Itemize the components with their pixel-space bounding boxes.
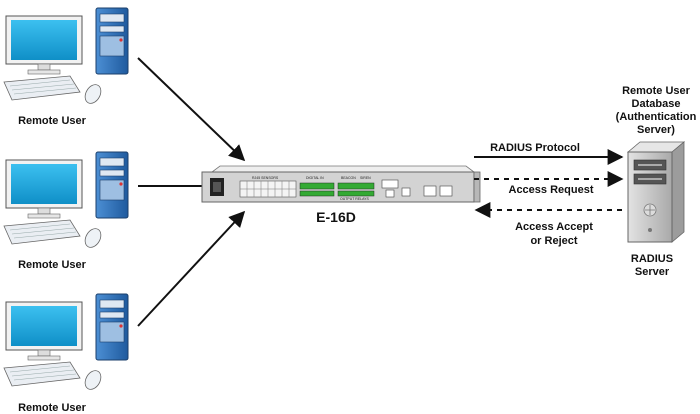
computer-tower-icon [95,151,129,219]
remote-user-workstation-2 [3,151,129,248]
e16d-device: RJ45 SENSORS DIGITAL IN BEACON SIREN OUT… [201,165,481,203]
usb-ports-icon [381,179,411,198]
database-label-line-1: Remote User [622,85,691,97]
mouse-icon [84,84,102,104]
computer-tower-icon [95,293,129,361]
keyboard-icon [3,219,81,245]
arrow-user1-to-device [137,57,246,162]
database-label-line-2: Database [632,98,681,110]
remote-user-workstation-1 [3,7,129,104]
rj45-sensor-ports [239,180,297,198]
panel-label-siren: SIREN [360,176,371,180]
monitor-icon [5,15,83,75]
panel-label-beacon: BEACON [341,176,356,180]
radius-protocol-label: RADIUS Protocol [490,142,580,154]
panel-label-output-relays: OUTPUT RELAYS [340,197,370,201]
device-name-label: E-16D [316,209,356,225]
server-label-line-1: RADIUS [631,253,673,265]
keyboard-icon [3,361,81,387]
or-reject-label: or Reject [530,235,577,247]
radius-server-icon [626,141,686,243]
remote-user-label-2: Remote User [18,259,87,271]
keyboard-icon [3,75,81,101]
access-request-label: Access Request [509,184,594,196]
output-relay-terminal [337,182,375,197]
monitor-icon [5,159,83,219]
database-label-line-3: (Authentication [616,111,697,123]
digital-in-terminal [299,182,335,197]
remote-user-label-3: Remote User [18,402,87,414]
network-ports-icon [423,185,453,197]
panel-label-sensors: RJ45 SENSORS [252,176,279,180]
database-label-line-4: Server) [637,124,675,136]
power-inlet-icon [210,178,224,196]
monitor-icon [5,301,83,361]
computer-tower-icon [95,7,129,75]
remote-user-label-1: Remote User [18,115,87,127]
panel-label-digital-in: DIGITAL IN [306,176,324,180]
access-accept-label: Access Accept [515,221,593,233]
mouse-icon [84,370,102,390]
mouse-icon [84,228,102,248]
server-label-line-2: Server [635,266,670,278]
remote-user-workstation-3 [3,293,129,390]
arrow-user3-to-device [137,210,246,327]
